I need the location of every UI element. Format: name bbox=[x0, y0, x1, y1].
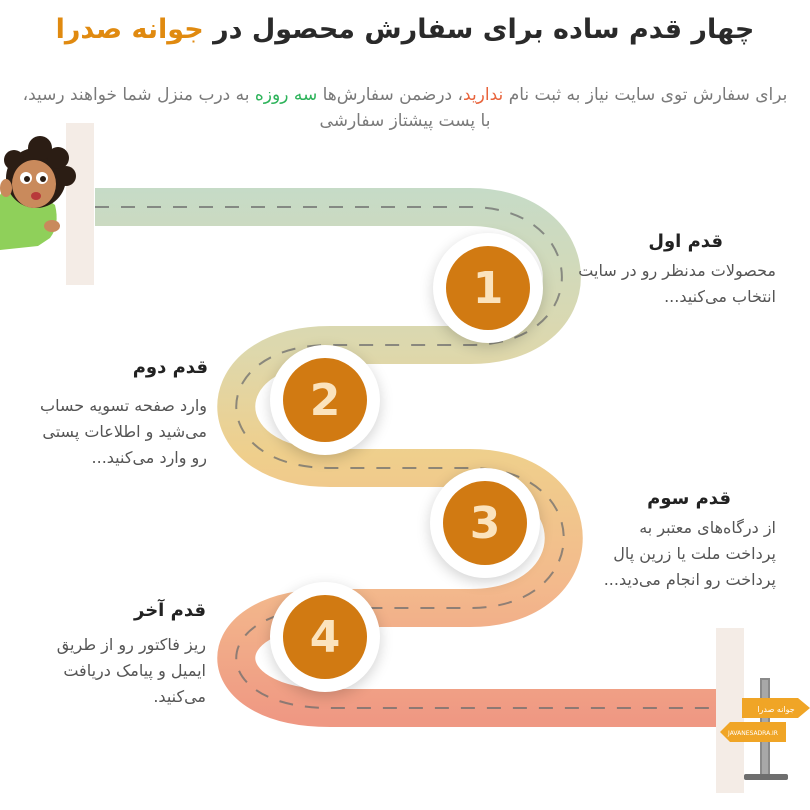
signpost-illustration: جوانه صدرا JAVANESADRA.IR bbox=[720, 678, 810, 780]
intro-part-1: برای سفارش توی سایت نیاز به ثبت نام bbox=[508, 85, 788, 105]
intro-highlight-no-signup: ندارید bbox=[463, 85, 504, 105]
step-4-description: ریز فاکتور رو از طریق ایمیل و پیامک دریا… bbox=[56, 635, 206, 706]
step-1-title: قدم اول bbox=[648, 231, 723, 252]
kid-illustration bbox=[0, 136, 76, 250]
start-post bbox=[66, 123, 94, 285]
step-2-description: وارد صفحه تسویه حساب می‌شید و اطلاعات پس… bbox=[40, 396, 207, 467]
step-3-badge: 3 bbox=[443, 481, 527, 565]
end-post bbox=[716, 628, 744, 793]
intro-part-3: به درب منزل شما خواهند رسید، با پست پیشت… bbox=[22, 85, 491, 131]
step-4-badge: 4 bbox=[283, 595, 367, 679]
step-2-badge: 2 bbox=[283, 358, 367, 442]
step-3-description: از درگاه‌های معتبر به پرداخت ملت یا زرین… bbox=[603, 518, 776, 589]
sign-label-1: جوانه صدرا bbox=[757, 705, 794, 714]
sign-label-2: JAVANESADRA.IR bbox=[727, 730, 778, 737]
step-1-badge: 1 bbox=[446, 246, 530, 330]
intro-part-2: ، درضمن سفارش‌ها bbox=[322, 85, 464, 105]
brand-name: جوانه صدرا bbox=[55, 14, 204, 45]
step-3-title: قدم سوم bbox=[647, 488, 731, 509]
title-text: چهار قدم ساده برای سفارش محصول در bbox=[213, 14, 755, 45]
step-2-title: قدم دوم bbox=[132, 357, 208, 378]
intro-text: برای سفارش توی سایت نیاز به ثبت نام ندار… bbox=[20, 82, 790, 134]
road-center-line bbox=[95, 206, 735, 709]
step-4-title: قدم آخر bbox=[134, 600, 206, 621]
intro-highlight-three-days: سه روزه bbox=[254, 85, 318, 105]
page-title: چهار قدم ساده برای سفارش محصول در جوانه … bbox=[0, 14, 810, 45]
step-1-description: محصولات مدنظر رو در سایت انتخاب می‌کنید.… bbox=[578, 261, 776, 306]
